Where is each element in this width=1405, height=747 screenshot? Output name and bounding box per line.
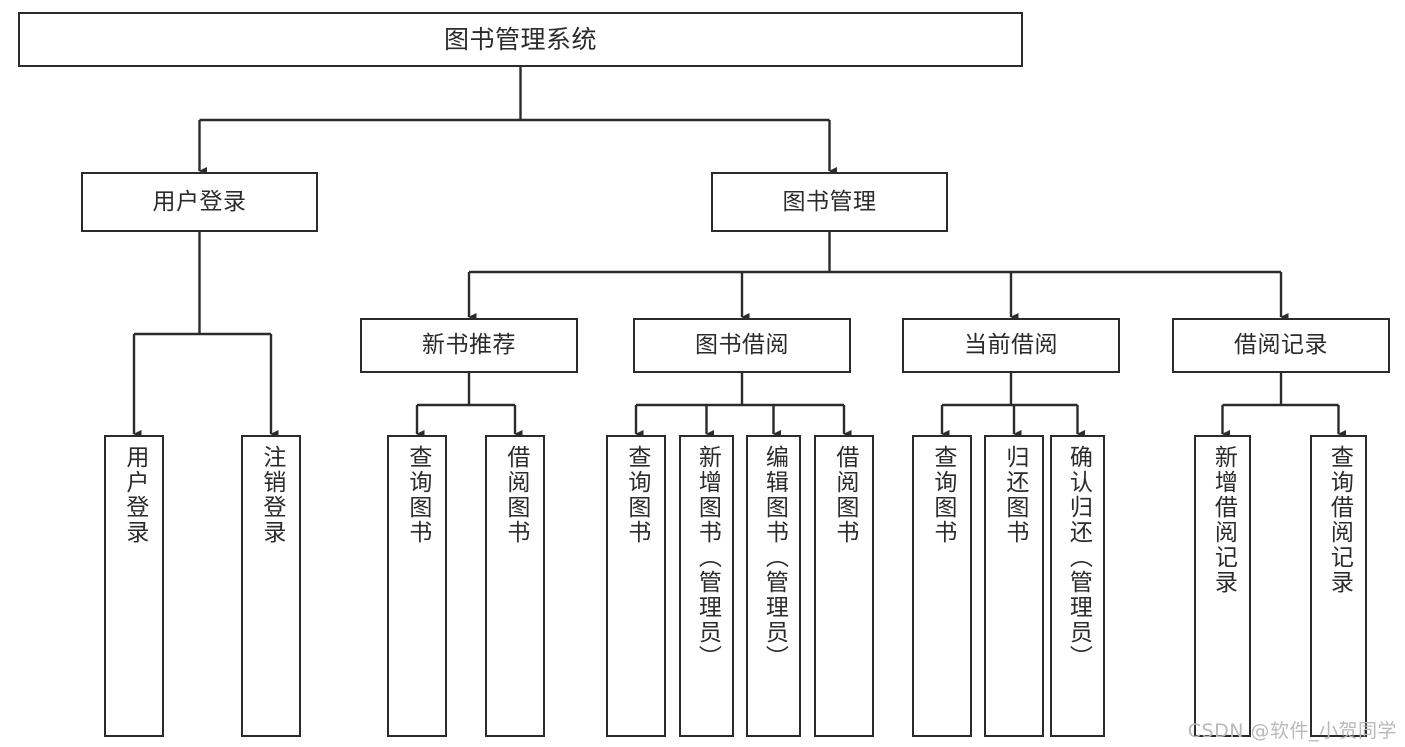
node-label: 查询图书 bbox=[929, 445, 956, 545]
node-bookmgmt[interactable]: 图书管理 bbox=[711, 172, 948, 232]
node-l4[interactable]: 借阅图书 bbox=[485, 435, 545, 737]
node-l6[interactable]: 新增图书（管理员） bbox=[679, 435, 734, 737]
node-label: 图书管理系统 bbox=[443, 25, 597, 54]
node-label: 新增图书（管理员） bbox=[694, 445, 721, 670]
node-label: 借阅图书 bbox=[502, 445, 529, 545]
node-current[interactable]: 当前借阅 bbox=[902, 318, 1120, 373]
node-records[interactable]: 借阅记录 bbox=[1172, 318, 1390, 373]
csdn-watermark: CSDN @软件_小贺同学 bbox=[1187, 720, 1397, 742]
node-label: 当前借阅 bbox=[964, 332, 1058, 359]
node-label: 新增借阅记录 bbox=[1210, 445, 1237, 595]
node-l11[interactable]: 确认归还（管理员） bbox=[1050, 435, 1105, 737]
node-root[interactable]: 图书管理系统 bbox=[18, 12, 1023, 67]
edge-layer bbox=[132, 67, 1347, 439]
node-l10[interactable]: 归还图书 bbox=[984, 435, 1044, 737]
node-label: 新书推荐 bbox=[422, 332, 516, 359]
node-borrow[interactable]: 图书借阅 bbox=[633, 318, 851, 373]
node-l7[interactable]: 编辑图书（管理员） bbox=[746, 435, 801, 737]
node-l13[interactable]: 查询借阅记录 bbox=[1310, 435, 1367, 737]
node-l3[interactable]: 查询图书 bbox=[387, 435, 447, 737]
node-l9[interactable]: 查询图书 bbox=[912, 435, 972, 737]
node-label: 归还图书 bbox=[1001, 445, 1028, 545]
node-l8[interactable]: 借阅图书 bbox=[814, 435, 874, 737]
node-label: 查询图书 bbox=[404, 445, 431, 545]
node-l5[interactable]: 查询图书 bbox=[606, 435, 666, 737]
node-label: 查询图书 bbox=[623, 445, 650, 545]
node-l1[interactable]: 用户登录 bbox=[104, 435, 164, 737]
node-label: 查询借阅记录 bbox=[1326, 445, 1353, 595]
node-label: 确认归还（管理员） bbox=[1065, 445, 1092, 670]
node-label: 图书借阅 bbox=[695, 332, 789, 359]
node-label: 借阅记录 bbox=[1234, 332, 1328, 359]
node-label: 编辑图书（管理员） bbox=[761, 445, 788, 670]
node-label: 用户登录 bbox=[121, 445, 148, 545]
node-label: 注销登录 bbox=[258, 445, 285, 545]
node-newbook[interactable]: 新书推荐 bbox=[360, 318, 578, 373]
node-label: 图书管理 bbox=[782, 188, 877, 215]
node-label: 用户登录 bbox=[152, 188, 247, 215]
node-l12[interactable]: 新增借阅记录 bbox=[1194, 435, 1251, 737]
node-label: 借阅图书 bbox=[831, 445, 858, 545]
node-l2[interactable]: 注销登录 bbox=[241, 435, 301, 737]
node-login[interactable]: 用户登录 bbox=[81, 172, 318, 232]
